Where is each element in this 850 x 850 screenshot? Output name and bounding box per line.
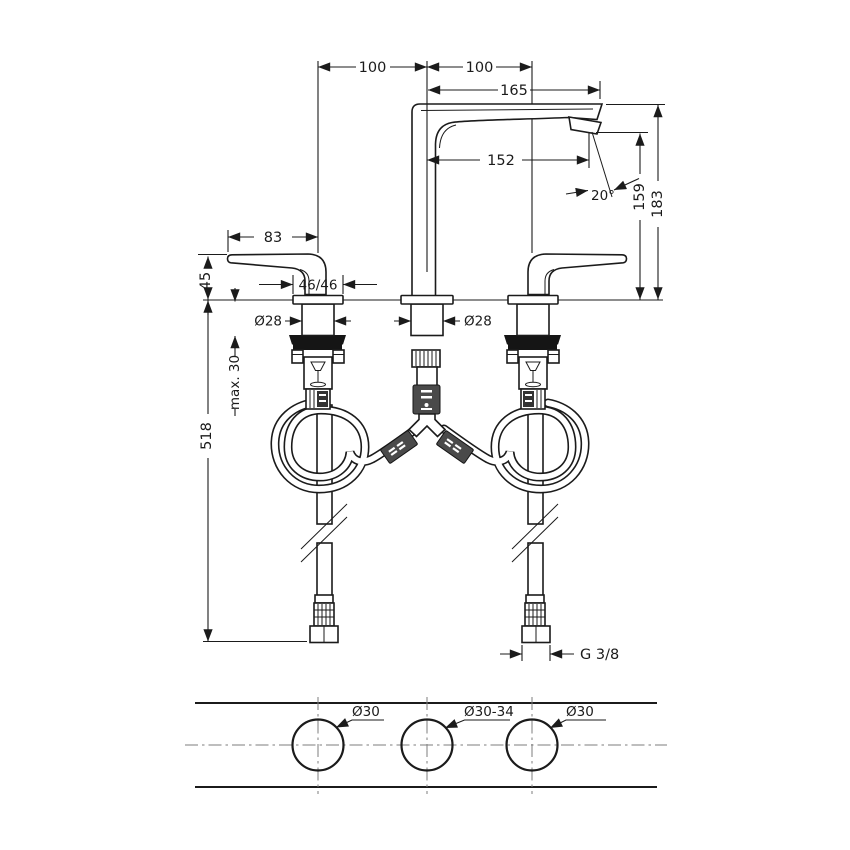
- front-view: 100 100 165 152 20° 183 159: [198, 60, 666, 663]
- dim-hole-spacing-right: 100: [466, 60, 494, 76]
- y-splitter: [407, 413, 447, 438]
- aerator: [568, 116, 603, 135]
- hole-right: [505, 718, 559, 772]
- label-hole-left: Ø30: [352, 704, 380, 720]
- escutcheon-left: [292, 294, 344, 305]
- escutcheon-right: [507, 294, 559, 305]
- dim-spout-total-reach: 165: [500, 83, 528, 99]
- dim-hose-length: 518: [199, 422, 215, 450]
- supply-tubes: [300, 404, 559, 605]
- hose-end-fittings: [309, 594, 551, 644]
- dim-max-deck-thickness: max. 30: [227, 355, 243, 410]
- dim-spout-height: 183: [650, 190, 666, 218]
- dim-spout-reach: 152: [487, 153, 515, 169]
- dim-hole-spacing-left: 100: [359, 60, 387, 76]
- dim-outlet-height: 159: [632, 183, 648, 211]
- escutcheons-and-shanks: [292, 294, 559, 337]
- hole-left: [291, 718, 345, 772]
- label-hole-right: Ø30: [566, 704, 594, 720]
- hole-middle: [400, 718, 454, 772]
- handle-left: [226, 253, 327, 296]
- label-hole-middle: Ø30-34: [464, 704, 514, 720]
- plan-view: Ø30 Ø30-34 Ø30: [185, 697, 667, 794]
- escutcheon-middle: [400, 294, 454, 305]
- dim-handle-height: 45: [198, 272, 214, 290]
- dim-shank-dia-middle: Ø28: [464, 314, 492, 330]
- right-valve-hardware: [504, 335, 561, 410]
- dim-shank-dia-left: Ø28: [254, 314, 282, 330]
- dim-handle-length: 83: [264, 230, 282, 246]
- left-valve-hardware: [289, 335, 346, 410]
- dim-spray-angle: 20°: [591, 188, 615, 204]
- spout: [411, 61, 648, 300]
- handles: [226, 253, 628, 296]
- flexible-hoses: [270, 398, 590, 494]
- dim-escutcheon-size: 46/46: [299, 278, 338, 294]
- dim-supply-connection: G 3/8: [580, 647, 619, 663]
- handle-right: [527, 253, 628, 296]
- hose-coupler-left: [380, 430, 418, 464]
- hose-coupler-right: [436, 430, 474, 464]
- dimensions: 100 100 165 152 20° 183 159: [198, 60, 666, 663]
- center-y-assembly: [380, 349, 474, 464]
- break-marks: [300, 503, 559, 563]
